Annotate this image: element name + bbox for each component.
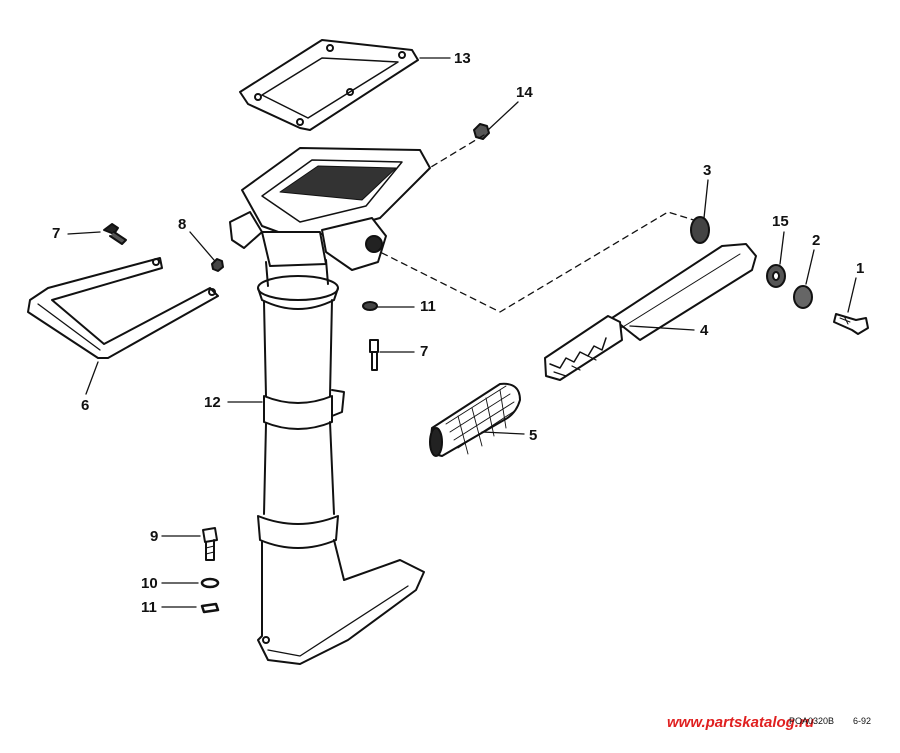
callout-5: 5 (529, 427, 538, 444)
leader-lines (67, 57, 857, 608)
callout-13: 13 (454, 50, 471, 67)
callout-8: 8 (178, 216, 187, 233)
callout-12: 12 (204, 394, 221, 411)
callout-4: 4 (700, 322, 709, 339)
callout-6: 6 (81, 397, 90, 414)
callout-10: 10 (141, 575, 158, 592)
washer-3 (690, 216, 710, 244)
callout-9: 9 (150, 528, 159, 545)
washer-2 (793, 285, 813, 309)
bolt-1 (833, 313, 869, 335)
housing-12 (229, 147, 431, 665)
grip-5 (429, 382, 521, 457)
washer-15 (766, 264, 786, 288)
watermark: www.partskatalog.ru (667, 714, 814, 731)
washer-11-upper (362, 301, 378, 311)
callout-1: 1 (856, 260, 865, 277)
bolt-9 (202, 527, 218, 561)
callout-11-lower: 11 (141, 599, 157, 616)
gasket-13 (239, 39, 419, 131)
washer-10 (200, 577, 220, 589)
figure-date: 6-92 (853, 716, 872, 726)
nut-14 (473, 123, 490, 140)
tiller-arm-4 (544, 243, 757, 381)
callout-7-middle: 7 (420, 343, 429, 360)
callout-2: 2 (812, 232, 821, 249)
callout-3: 3 (703, 162, 712, 179)
clip-11-lower (200, 602, 220, 614)
callout-15: 15 (772, 213, 789, 230)
callout-14: 14 (516, 84, 533, 101)
figure-code: POA0320B (789, 716, 835, 726)
callout-7-left: 7 (52, 225, 61, 242)
bracket-6 (27, 257, 219, 359)
screw-7-middle (369, 339, 379, 371)
screw-7-left (103, 223, 127, 245)
nut-8 (211, 258, 224, 272)
callout-11-upper: 11 (420, 298, 436, 315)
